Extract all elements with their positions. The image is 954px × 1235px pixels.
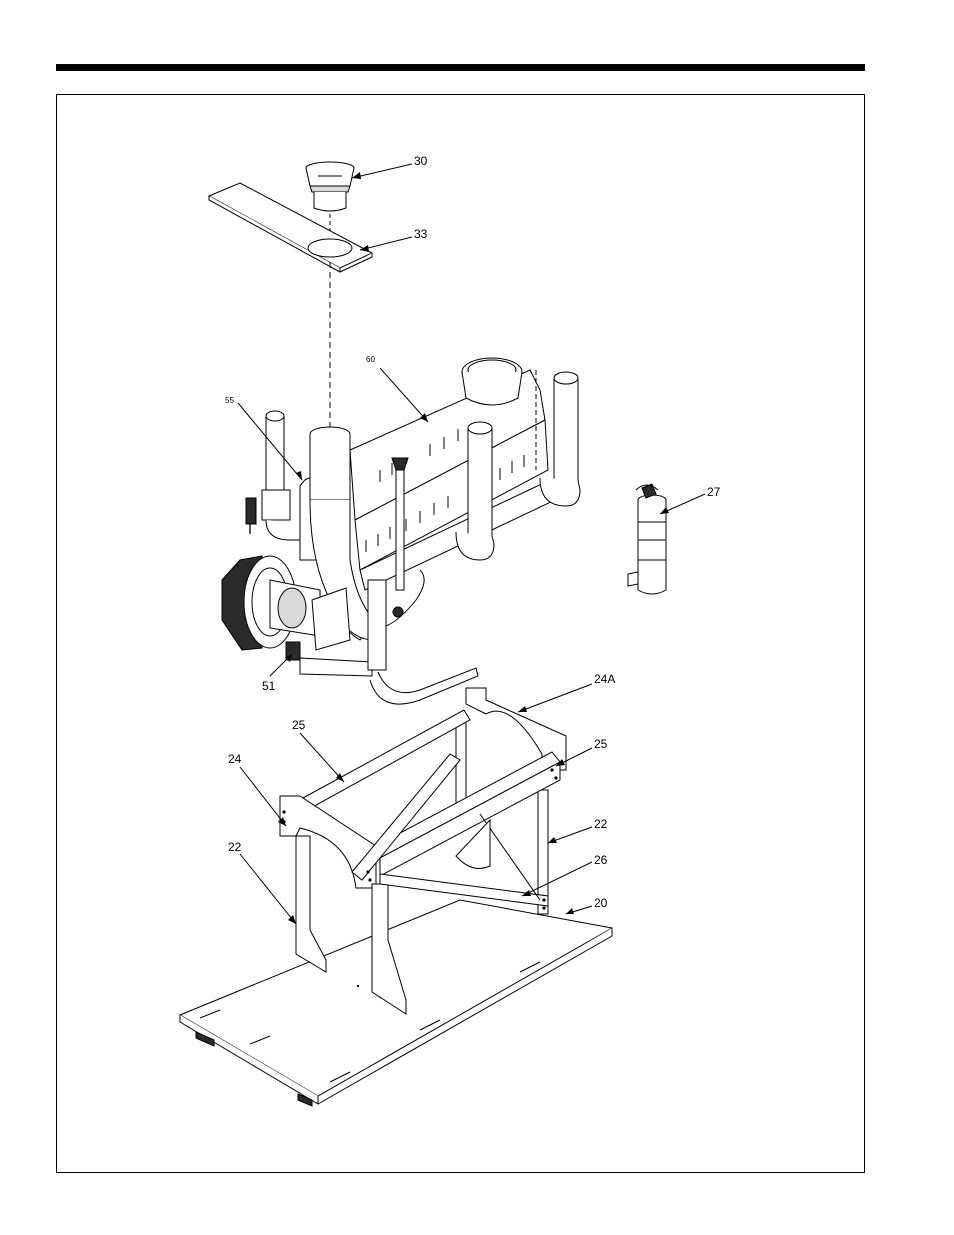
- part-27-condensate-trap: [628, 484, 666, 594]
- part-30-flue-adapter: [306, 162, 354, 211]
- callout-51: 51: [262, 679, 276, 693]
- part-33-top-plate: [209, 183, 372, 272]
- callout-25-top: 25: [292, 718, 306, 732]
- callout-26: 26: [594, 853, 608, 867]
- callout-25-right: 25: [594, 737, 608, 751]
- callout-22-left: 22: [228, 840, 242, 854]
- stand-frame: [180, 688, 612, 1106]
- callout-33: 33: [414, 227, 428, 241]
- callout-60: 60: [366, 355, 375, 364]
- callout-30: 30: [414, 154, 428, 168]
- header-rule: [56, 64, 865, 71]
- part-55-inlet-pipe: [246, 411, 320, 560]
- callout-55: 55: [225, 396, 234, 405]
- callout-20: 20: [594, 896, 608, 910]
- callout-24A: 24A: [594, 672, 615, 686]
- callout-27: 27: [707, 485, 721, 499]
- callout-24: 24: [228, 752, 242, 766]
- callout-22-right: 22: [594, 817, 608, 831]
- part-60-heat-exchanger: [350, 358, 580, 590]
